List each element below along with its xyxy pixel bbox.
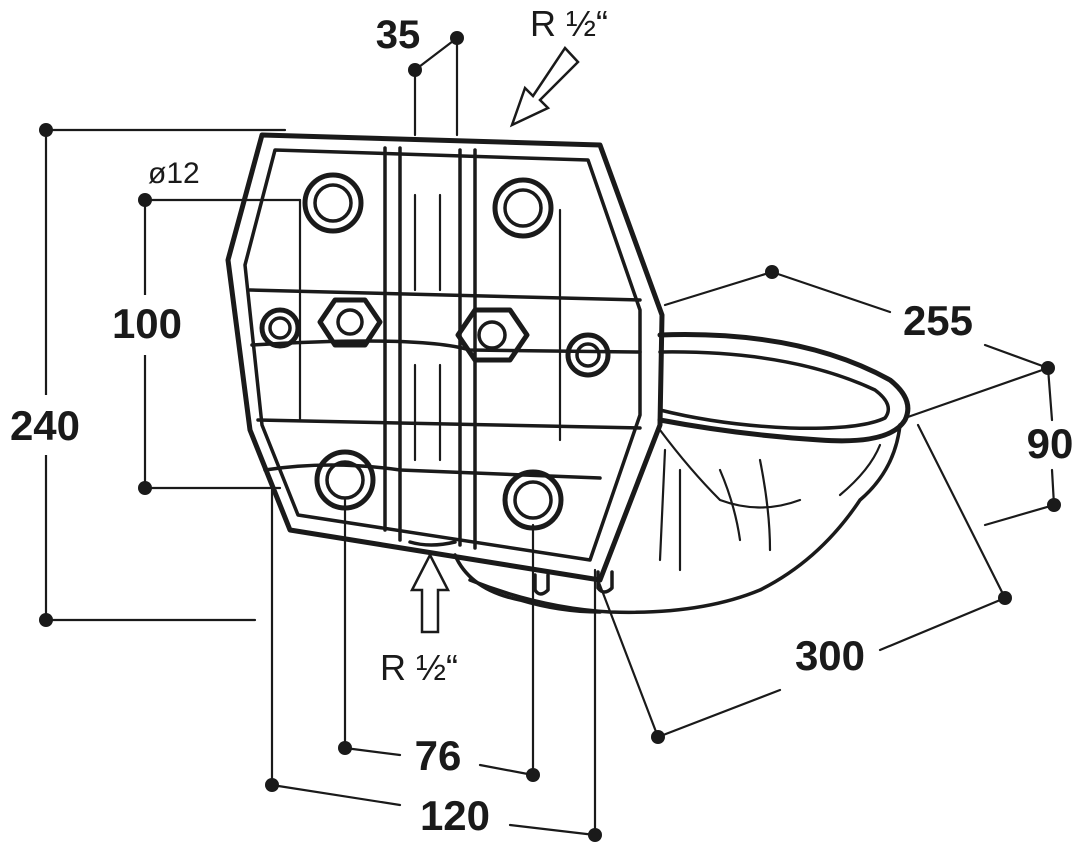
dimension-300 bbox=[596, 423, 1012, 744]
thread-arrow-bottom bbox=[409, 552, 451, 634]
label-240: 240 bbox=[10, 402, 80, 449]
label-35: 35 bbox=[376, 13, 421, 57]
label-hole-diameter: ø12 bbox=[148, 157, 200, 190]
label-thread-bottom: R ½“ bbox=[380, 647, 458, 688]
label-300: 300 bbox=[795, 632, 865, 679]
dimension-255 bbox=[663, 265, 1055, 375]
dimension-240 bbox=[0, 123, 287, 627]
dimension-90 bbox=[903, 366, 1061, 527]
dimension-100 bbox=[100, 193, 302, 495]
bowl bbox=[453, 332, 911, 615]
dimension-35 bbox=[408, 31, 464, 137]
hex-nuts bbox=[317, 297, 530, 363]
label-thread-top: R ½“ bbox=[530, 3, 608, 44]
label-76: 76 bbox=[415, 732, 462, 779]
label-120: 120 bbox=[420, 792, 490, 839]
label-100: 100 bbox=[112, 300, 182, 347]
label-255: 255 bbox=[903, 297, 973, 344]
label-90: 90 bbox=[1027, 420, 1074, 467]
side-holes bbox=[259, 307, 611, 378]
thread-arrow-top bbox=[509, 45, 580, 128]
dimension-76 bbox=[338, 498, 540, 782]
back-plate bbox=[225, 132, 665, 583]
dimension-120 bbox=[265, 488, 602, 842]
bottom-bolts bbox=[533, 570, 614, 596]
